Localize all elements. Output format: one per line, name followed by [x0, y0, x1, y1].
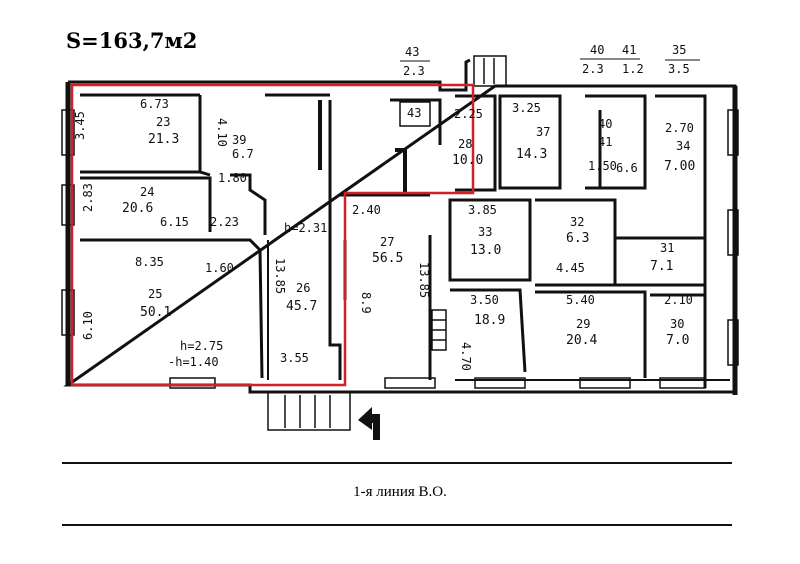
room-27-dim-0: 2.40 — [352, 203, 381, 217]
room-39-area: 6.7 — [232, 147, 254, 161]
room-30-number: 30 — [670, 317, 684, 331]
room-27-number: 27 — [380, 235, 394, 249]
room-27-dim-2: 13.85 — [417, 262, 431, 298]
room-23-area: 21.3 — [148, 132, 179, 147]
room-37-number: 37 — [536, 125, 550, 139]
room-27-area: 56.5 — [372, 251, 403, 266]
area-title: S=163,7м2 — [66, 28, 198, 53]
windows — [61, 109, 739, 389]
room-26-dim-1: h=2.31 — [284, 221, 327, 235]
room-43-number: 43 — [407, 106, 421, 120]
room-36-area: 18.9 — [474, 313, 505, 328]
room-32-area: 6.3 — [566, 231, 589, 246]
room-26-number: 26 — [296, 281, 310, 295]
room-24-dim-0: 2.83 — [81, 183, 95, 212]
room-33-area: 13.0 — [470, 243, 501, 258]
room-39-dim-0: 4.10 — [215, 118, 229, 147]
room-31-area: 7.1 — [650, 259, 673, 274]
room-33-dim-0: 3.85 — [468, 203, 497, 217]
street-name: 1-я линия В.О. — [353, 484, 447, 500]
room-24-dim-1: 6.15 — [160, 215, 189, 229]
room-26-dim-2: 3.55 — [280, 351, 309, 365]
walls — [63, 58, 738, 395]
room-34-area: 7.00 — [664, 159, 695, 174]
room-32-dim-0: 4.45 — [556, 261, 585, 275]
top-labels — [400, 58, 700, 62]
room-37-dim-0: 3.25 — [512, 101, 541, 115]
room-37-area: 14.3 — [516, 147, 547, 162]
room-24-dim-2: 2.23 — [210, 215, 239, 229]
room-23-dim-0: 6.73 — [140, 97, 169, 111]
room-29-dim-0: 5.40 — [566, 293, 595, 307]
top-label-41: 41 — [622, 43, 636, 57]
room-28-area: 10.0 — [452, 153, 483, 168]
top-label-40: 40 — [590, 43, 604, 57]
room-39-number: 39 — [232, 133, 246, 147]
room-25-area: 50.1 — [140, 305, 171, 320]
room-25-dim-2: 6.10 — [81, 311, 95, 340]
room-25-dim-4: -h=1.40 — [168, 355, 219, 369]
highlight-outline — [70, 83, 475, 387]
room-36-dim-1: 4.70 — [459, 342, 473, 371]
room-34-number: 34 — [676, 139, 690, 153]
room-27-dim-1: 8.9 — [359, 292, 373, 314]
top-label-43-value: 2.3 — [403, 64, 425, 78]
room-30-dim-0: 2.10 — [664, 293, 693, 307]
room-25-number: 25 — [148, 287, 162, 301]
room-28-dim-0: 2.25 — [454, 107, 483, 121]
top-label-35: 35 — [672, 43, 686, 57]
entrance-arrow-icon — [358, 407, 380, 440]
room-24-number: 24 — [140, 185, 154, 199]
room-31-number: 31 — [660, 241, 674, 255]
room-29-number: 29 — [576, 317, 590, 331]
room-34-dim-0: 2.70 — [665, 121, 694, 135]
room-23-dim-1: 3.45 — [73, 111, 87, 140]
room-26-dim-0: 13.85 — [273, 258, 287, 294]
room-25-dim-1: 1.60 — [205, 261, 234, 275]
top-label-41-value: 1.2 — [622, 62, 644, 76]
top-label-35-value: 3.5 — [668, 62, 690, 76]
room-41-number: 41 — [598, 135, 612, 149]
room-26-area: 45.7 — [286, 299, 317, 314]
top-label-43: 43 — [405, 45, 419, 59]
room-30-area: 7.0 — [666, 333, 689, 348]
room-23-number: 23 — [156, 115, 170, 129]
room-36-dim-0: 3.50 — [470, 293, 499, 307]
room-39-dim-1: 1.80 — [218, 171, 247, 185]
room-25-dim-3: h=2.75 — [180, 339, 223, 353]
stairs — [267, 55, 507, 431]
top-label-40-value: 2.3 — [582, 62, 604, 76]
room-29-area: 20.4 — [566, 333, 597, 348]
room-28-number: 28 — [458, 137, 472, 151]
room-24-area: 20.6 — [122, 201, 153, 216]
room-35b-area: 6.6 — [616, 161, 638, 175]
room-33-number: 33 — [478, 225, 492, 239]
room-40-number: 40 — [598, 117, 612, 131]
room-35b-dim-0: 1.50 — [588, 159, 617, 173]
room-32-number: 32 — [570, 215, 584, 229]
room-25-dim-0: 8.35 — [135, 255, 164, 269]
